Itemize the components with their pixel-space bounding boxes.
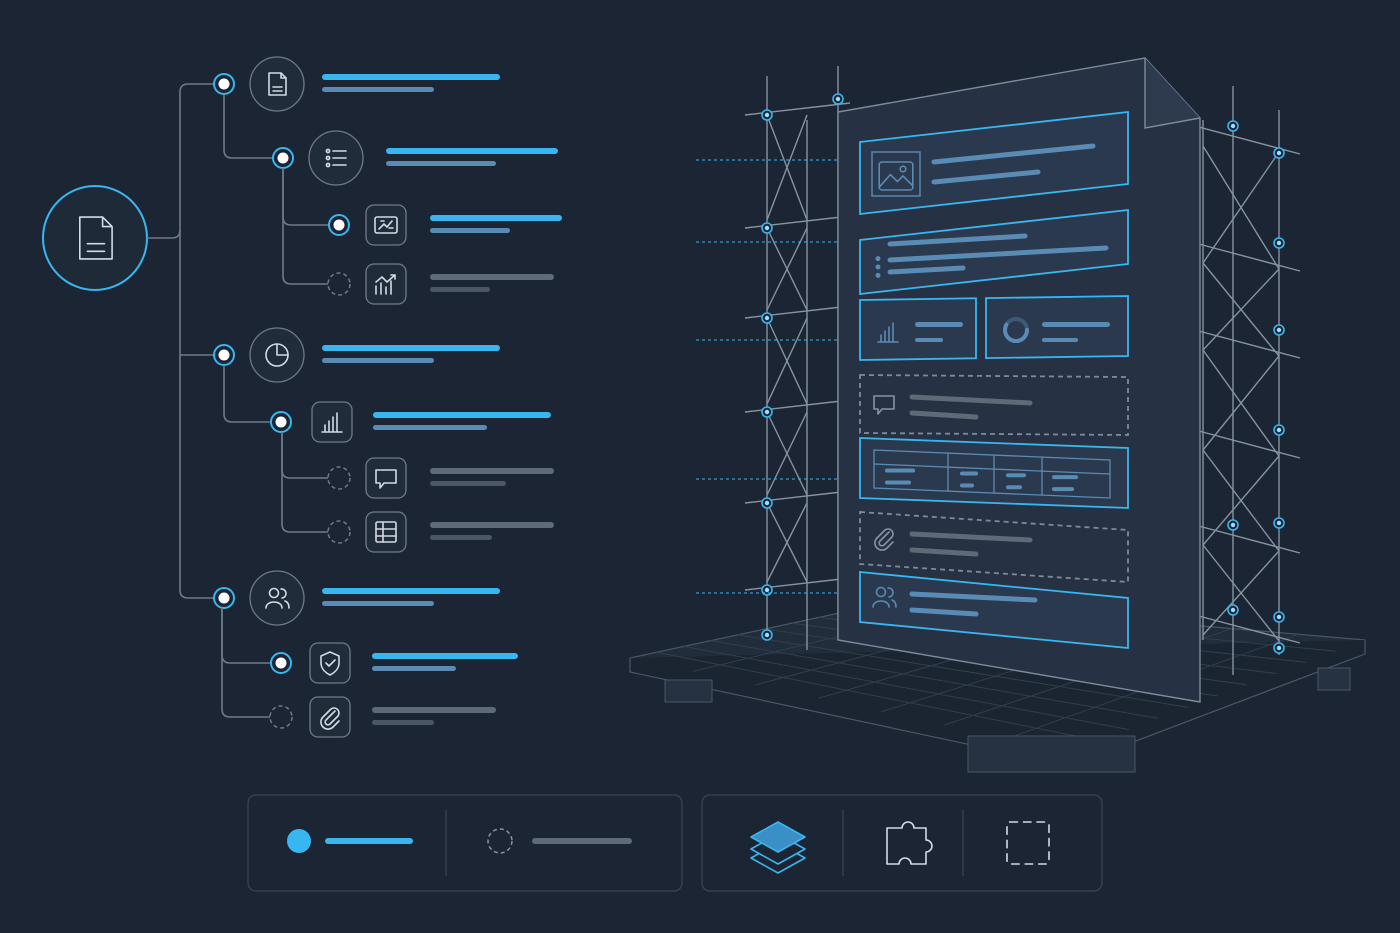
document-tree (42, 56, 562, 738)
node-active-core (275, 657, 287, 669)
footer (247, 794, 1103, 892)
label-bars (430, 468, 554, 486)
node-pending[interactable] (327, 466, 351, 490)
node-pending[interactable] (327, 520, 351, 544)
dashed-dot-icon (487, 828, 513, 854)
paperclip-tile[interactable] (309, 696, 351, 738)
card-image[interactable] (859, 110, 1129, 216)
users-icon (872, 586, 897, 608)
document-scaffold (629, 57, 1366, 773)
label-bars (373, 412, 551, 430)
puzzle-piece-icon (886, 821, 933, 865)
dashed-square-button[interactable] (1006, 821, 1050, 865)
bar-chart-tile[interactable] (311, 401, 353, 443)
card-bar-chart[interactable] (859, 295, 1129, 361)
document-cards (859, 110, 1129, 649)
label-bars (372, 707, 496, 725)
dashed-square-icon (1006, 821, 1050, 865)
image-chart-icon (374, 216, 398, 234)
layers-icon (750, 821, 806, 874)
node-active-core (218, 349, 230, 361)
tree-group (213, 56, 562, 305)
legend (287, 810, 632, 876)
node-active-core (275, 416, 287, 428)
donut-chart-icon (1003, 317, 1029, 343)
card-users[interactable] (859, 571, 1129, 649)
comment-icon (375, 469, 397, 489)
table-tile[interactable] (365, 511, 407, 553)
pie-chart-icon (265, 343, 289, 367)
trend-chart-tile[interactable] (365, 263, 407, 305)
image-chart-tile[interactable] (365, 204, 407, 246)
users-icon (265, 587, 290, 609)
card-bullet-list[interactable] (859, 208, 1129, 296)
comment-icon (873, 395, 895, 415)
list-icon (325, 148, 347, 168)
bar-chart-icon (877, 322, 899, 343)
node-active-core (218, 592, 230, 604)
trend-chart-icon (375, 274, 396, 295)
toolbar (750, 810, 1050, 876)
shield-check-tile[interactable] (309, 642, 351, 684)
list-tile[interactable] (308, 130, 364, 186)
node-pending[interactable] (327, 272, 351, 296)
layers-button[interactable] (750, 821, 806, 874)
label-bars (322, 345, 500, 363)
label-bars (430, 274, 554, 292)
node-active-core (277, 152, 289, 164)
pie-chart-tile[interactable] (249, 327, 305, 383)
label-bars (430, 522, 554, 540)
puzzle-piece-button[interactable] (886, 821, 933, 865)
table-icon (375, 521, 397, 543)
card-comment[interactable] (859, 374, 1129, 436)
label-bars (386, 148, 558, 166)
filled-dot-icon (287, 829, 311, 853)
image-icon (878, 161, 914, 191)
legend-item-pending[interactable] (487, 828, 632, 854)
card-paperclip[interactable] (859, 511, 1129, 583)
paperclip-icon (320, 707, 340, 730)
label-bars (430, 215, 562, 233)
paperclip-icon (874, 528, 894, 551)
bullet-list-icon (875, 256, 881, 278)
tree-group (213, 570, 518, 738)
tree-spine (179, 83, 224, 599)
label-bars (372, 653, 518, 671)
label-bars (322, 588, 500, 606)
comment-tile[interactable] (365, 457, 407, 499)
bar-chart-icon (321, 412, 343, 433)
shield-check-icon (320, 651, 340, 676)
node-active-core (218, 78, 230, 90)
legend-panel (247, 794, 683, 892)
label-bars (322, 74, 500, 92)
users-tile[interactable] (249, 570, 305, 626)
document-tile[interactable] (249, 56, 305, 112)
tree-group (213, 327, 554, 553)
legend-item-active[interactable] (287, 829, 413, 853)
node-pending[interactable] (269, 705, 293, 729)
node-active-core (333, 219, 345, 231)
document-icon (268, 72, 287, 96)
root-node[interactable] (42, 185, 148, 291)
scaffold-frame (696, 66, 1301, 675)
document-icon (78, 216, 113, 260)
card-table[interactable] (859, 437, 1129, 509)
toolbar-panel (701, 794, 1103, 892)
